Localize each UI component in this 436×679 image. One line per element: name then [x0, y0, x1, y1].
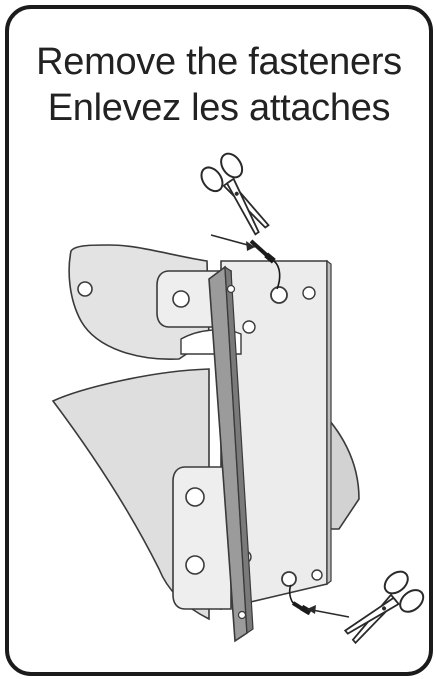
- instruction-card: Remove the fasteners Enlevez les attache…: [5, 5, 433, 676]
- bracket-lower-tab: [173, 467, 231, 609]
- wing-hole: [78, 282, 92, 296]
- scissors-icon: [197, 150, 279, 242]
- scissors-icon: [337, 567, 428, 653]
- fastener-hole-top: [271, 287, 287, 303]
- fastener-hole-bottom: [282, 572, 296, 586]
- bracket-illustration: [9, 9, 429, 672]
